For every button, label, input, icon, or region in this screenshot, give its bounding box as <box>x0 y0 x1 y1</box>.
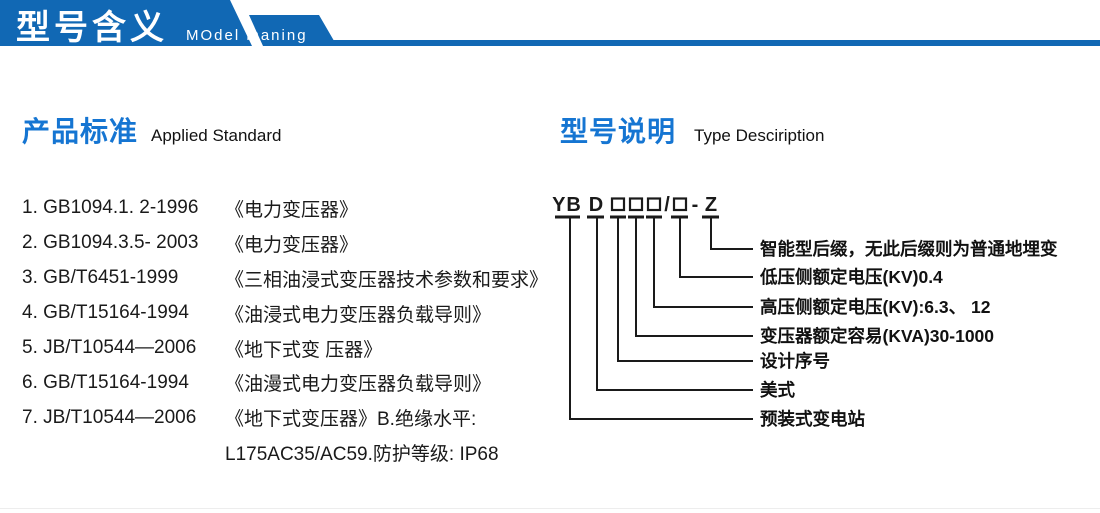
standard-title: 《油浸式电力变压器负载导则》 <box>225 304 492 326</box>
standard-title: 《电力变压器》 <box>225 234 359 256</box>
standard-code: 6. GB/T15164-1994 <box>22 371 189 393</box>
standard-code: 2. GB1094.3.5- 2003 <box>22 232 199 254</box>
model-code-diagram: YB D / - Z 智能型后缀，无此后缀则为普通地埋变 低压侧额定电压(KV)… <box>552 194 1058 429</box>
header-title-block <box>0 0 252 46</box>
code-underline <box>555 215 580 219</box>
standard-code: 7. JB/T10544—2006 <box>22 406 197 428</box>
code-underline <box>628 215 644 219</box>
callout-label: 高压侧额定电压(KV):6.3、 12 <box>760 297 991 317</box>
code-underline <box>587 215 604 219</box>
standard-row: 2. GB1094.3.5- 2003 《电力变压器》 <box>22 226 562 261</box>
code-underline <box>702 215 719 219</box>
callout-line <box>596 218 753 391</box>
standard-row: 7. JB/T10544—2006 《地下式变压器》B.绝缘水平: <box>22 400 562 435</box>
code-underline <box>610 215 626 219</box>
code-series-letter: D <box>589 194 603 216</box>
callout-label: 预装式变电站 <box>760 409 865 429</box>
callout-label: 美式 <box>760 380 795 400</box>
page-title: 型号含义 <box>16 9 168 47</box>
standard-code: 1. GB1094.1. 2-1996 <box>22 197 199 219</box>
standard-code: 3. GB/T6451-1999 <box>22 267 179 289</box>
code-underline <box>671 215 688 219</box>
header-rule <box>326 40 1100 46</box>
code-box-3 <box>646 197 662 212</box>
code-box-1 <box>610 197 626 212</box>
code-box-2 <box>628 197 644 212</box>
standard-row: 4. GB/T15164-1994 《油浸式电力变压器负载导则》 <box>22 296 562 331</box>
code-dash: - <box>692 194 699 216</box>
bottom-divider <box>0 508 1100 509</box>
standard-title: 《地下式变压器》B.绝缘水平: <box>225 409 477 431</box>
standard-title: 《油漫式电力变压器负载导则》 <box>225 374 492 396</box>
standards-list: 1. GB1094.1. 2-1996 《电力变压器》 2. GB1094.3.… <box>22 191 562 470</box>
callout-label: 智能型后缀，无此后缀则为普通地埋变 <box>760 239 1058 259</box>
callout-line <box>617 218 753 362</box>
header-banner: 型号含义 MOdel maning <box>0 0 1100 47</box>
code-slash: / <box>664 194 670 216</box>
standard-code: 5. JB/T10544—2006 <box>22 337 197 358</box>
standard-title: L175AC35/AC59.防护等级: IP68 <box>225 444 499 466</box>
applied-standard-heading: 产品标准 Applied Standard <box>22 110 281 150</box>
callout-line <box>635 218 753 337</box>
standard-row: 3. GB/T6451-1999 《三相油浸式变压器技术参数和要求》 <box>22 261 562 296</box>
standard-row: 6. GB/T15164-1994 《油漫式电力变压器负载导则》 <box>22 365 562 400</box>
applied-standard-heading-zh: 产品标准 <box>22 116 139 147</box>
callout-line <box>710 218 753 250</box>
applied-standard-heading-en: Applied Standard <box>151 126 282 145</box>
page-subtitle: MOdel maning <box>186 27 308 44</box>
callout-label: 变压器额定容易(KVA)30-1000 <box>760 326 994 346</box>
callout-line <box>569 218 753 420</box>
standard-title: 《三相油浸式变压器技术参数和要求》 <box>225 269 549 291</box>
standard-row: 5. JB/T10544—2006 《地下式变 压器》 <box>22 331 562 366</box>
callout-line <box>653 218 753 308</box>
code-prefix: YB <box>552 194 582 216</box>
standard-title: 《电力变压器》 <box>225 199 359 221</box>
code-box-4 <box>672 197 688 212</box>
callout-label: 设计序号 <box>760 351 830 371</box>
code-suffix: Z <box>705 194 717 216</box>
standard-row: L175AC35/AC59.防护等级: IP68 <box>22 435 562 470</box>
standard-title: 《地下式变 压器》 <box>225 339 383 361</box>
code-underline <box>646 215 662 219</box>
callout-line <box>679 218 753 278</box>
header-subtitle-block <box>249 15 337 46</box>
standard-row: 1. GB1094.1. 2-1996 《电力变压器》 <box>22 191 562 226</box>
callout-label: 低压侧额定电压(KV)0.4 <box>759 267 943 287</box>
type-description-heading-zh: 型号说明 <box>560 116 677 147</box>
type-description-heading: 型号说明 Type Desciription <box>560 110 824 150</box>
type-description-heading-en: Type Desciription <box>694 126 825 145</box>
standard-code: 4. GB/T15164-1994 <box>22 302 189 324</box>
